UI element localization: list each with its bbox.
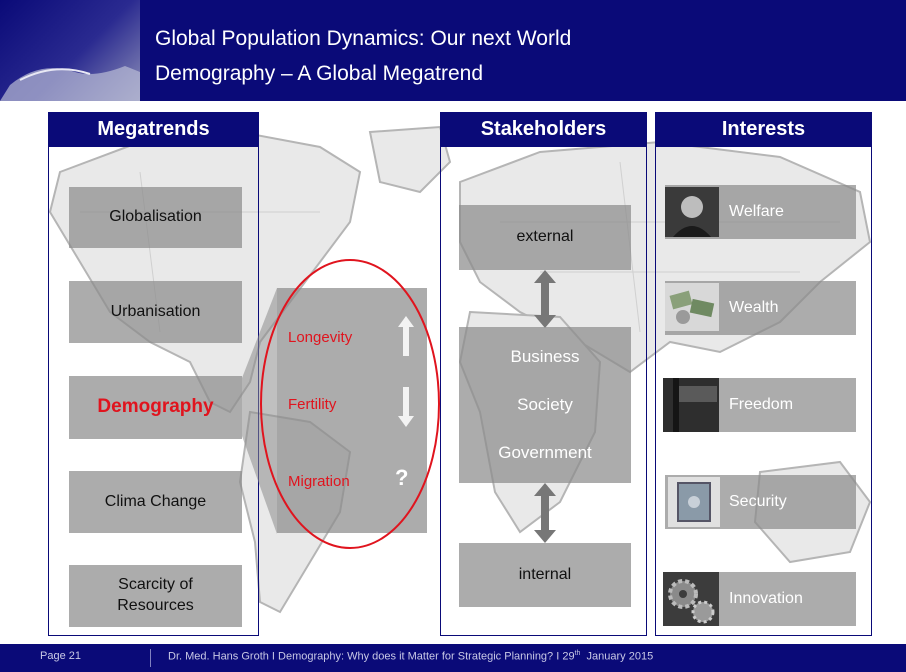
slide-title-line-2: Demography – A Global Megatrend xyxy=(155,62,484,85)
arrow-down-icon xyxy=(398,387,414,427)
megatrend-clima-change: Clima Change xyxy=(69,471,242,533)
footer-citation: Dr. Med. Hans Groth I Demography: Why do… xyxy=(168,650,653,663)
money-photo-icon xyxy=(665,283,719,331)
driver-fertility-label: Fertility xyxy=(288,396,337,413)
stakeholder-business: Business xyxy=(510,347,580,366)
footer-citation-end: January 2015 xyxy=(580,650,654,663)
double-arrow-icon xyxy=(534,483,556,543)
safe-photo-icon xyxy=(668,477,720,527)
interest-welfare-label: Welfare xyxy=(729,202,784,220)
demography-highlight-ellipse xyxy=(260,259,440,549)
interest-security-label: Security xyxy=(729,492,787,510)
footer-separator xyxy=(150,649,151,667)
freedom-sign-photo-icon xyxy=(663,378,719,432)
stakeholder-external: external xyxy=(459,205,631,270)
megatrend-demography: Demography xyxy=(69,376,242,439)
interest-innovation-label: Innovation xyxy=(729,589,803,607)
header-logo-image xyxy=(0,0,140,101)
driver-migration-label: Migration xyxy=(288,473,350,490)
footer-page-number: Page 21 xyxy=(40,650,81,662)
interest-wealth-label: Wealth xyxy=(729,298,779,316)
header-bar xyxy=(0,0,906,101)
footer-citation-main: Dr. Med. Hans Groth I Demography: Why do… xyxy=(168,650,575,663)
arrow-up-icon xyxy=(398,316,414,356)
portrait-photo-icon xyxy=(665,187,719,237)
megatrends-heading: Megatrends xyxy=(48,112,259,147)
megatrend-urbanisation: Urbanisation xyxy=(69,281,242,343)
slide-title-line-1: Global Population Dynamics: Our next Wor… xyxy=(155,27,572,50)
demography-drivers-box xyxy=(277,288,427,533)
interests-heading: Interests xyxy=(655,112,872,147)
stakeholder-society: Society xyxy=(517,395,573,414)
interest-freedom-label: Freedom xyxy=(729,395,794,413)
double-arrow-icon xyxy=(534,270,556,328)
gears-photo-icon xyxy=(663,572,719,626)
migration-question-mark: ? xyxy=(395,465,409,490)
footer-bar xyxy=(0,644,906,672)
stakeholders-heading: Stakeholders xyxy=(440,112,647,147)
driver-longevity-label: Longevity xyxy=(288,329,353,346)
megatrend-globalisation: Globalisation xyxy=(69,187,242,248)
stakeholder-groups-box: Business Society Government xyxy=(459,327,631,483)
stakeholder-internal: internal xyxy=(459,543,631,607)
megatrend-scarcity-of-resources: Scarcity of Resources xyxy=(69,565,242,627)
footer-citation-sup: th xyxy=(574,650,581,657)
stakeholder-government: Government xyxy=(498,443,592,462)
